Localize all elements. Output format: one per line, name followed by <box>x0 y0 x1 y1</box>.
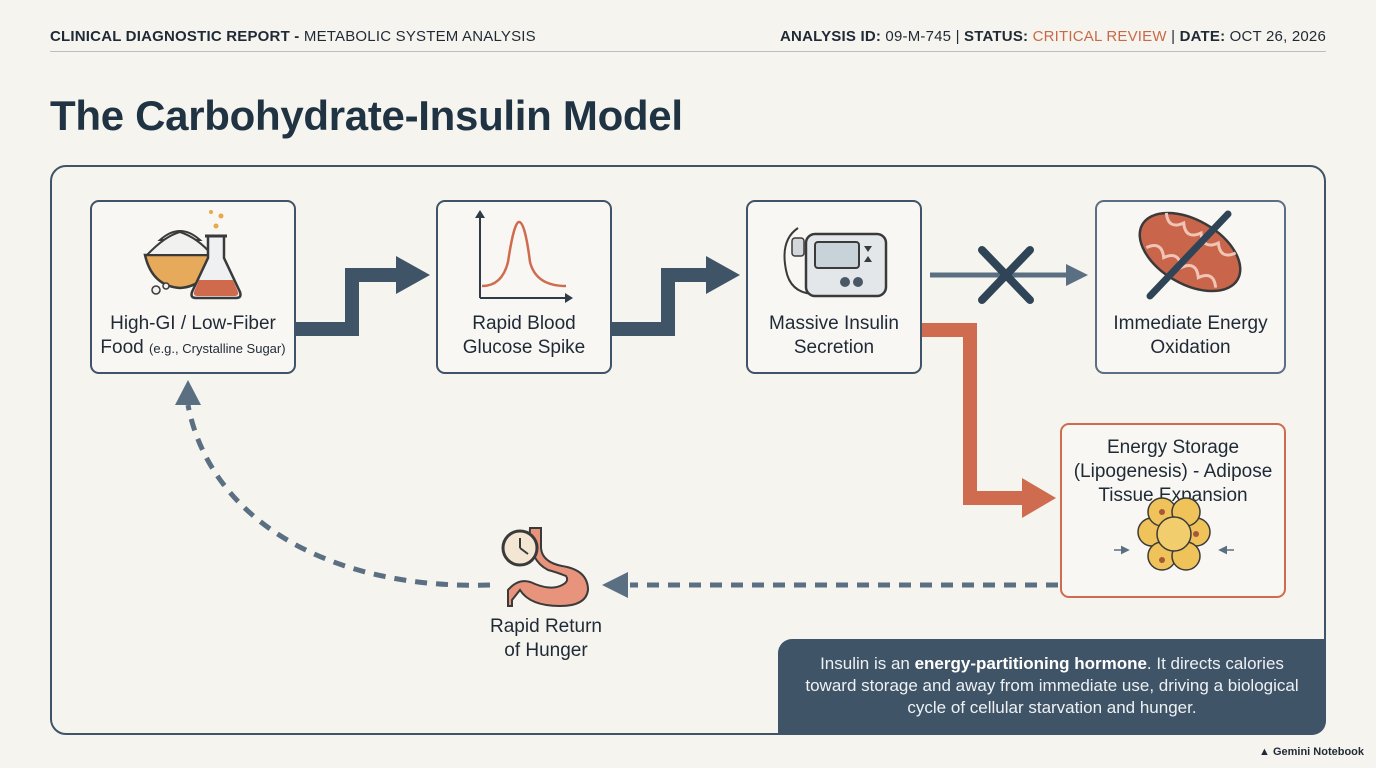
report-header: CLINICAL DIAGNOSTIC REPORT - METABOLIC S… <box>50 26 1326 52</box>
node-oxidation-label: Immediate Energy Oxidation <box>1097 312 1284 360</box>
report-meta: ANALYSIS ID: 09-M-745 | STATUS: CRITICAL… <box>780 28 1326 45</box>
node-hunger-line2: of Hunger <box>504 640 588 661</box>
node-food-note: (e.g., Crystalline Sugar) <box>149 341 286 356</box>
gemini-logo-icon: ▲ <box>1258 746 1270 758</box>
note-text-post: . It directs calories toward storage and… <box>805 654 1299 717</box>
node-storage-line3: Tissue Expansion <box>1098 485 1248 506</box>
node-storage-line1: Energy Storage <box>1106 437 1240 458</box>
page-title: The Carbohydrate-Insulin Model <box>50 92 683 139</box>
report-type: CLINICAL DIAGNOSTIC REPORT <box>50 28 290 45</box>
analysis-id-value: 09-M-745 | <box>881 28 965 45</box>
node-storage-line2: (Lipogenesis) - Adipose <box>1073 461 1273 482</box>
brand-name: Gemini Notebook <box>1272 746 1364 758</box>
node-glucose-label: Rapid Blood Glucose Spike <box>438 312 610 360</box>
explanation-note: Insulin is an energy-partitioning hormon… <box>778 639 1326 735</box>
node-oxidation-line2: Oxidation <box>1150 337 1231 358</box>
date-separator: | <box>1166 28 1180 45</box>
status-value: CRITICAL REVIEW <box>1028 28 1167 45</box>
node-insulin-label: Massive Insulin Secretion <box>748 312 920 360</box>
node-oxidation-line1: Immediate Energy <box>1113 313 1268 334</box>
node-glucose-line2: Glucose Spike <box>462 337 586 358</box>
node-oxidation: Immediate Energy Oxidation <box>1095 200 1286 374</box>
date-value: OCT 26, 2026 <box>1225 28 1326 45</box>
report-separator: - <box>289 28 304 45</box>
note-text-bold: energy-partitioning hormone <box>914 654 1147 673</box>
node-storage-label: Energy Storage (Lipogenesis) - Adipose T… <box>1062 436 1284 508</box>
report-subtitle: METABOLIC SYSTEM ANALYSIS <box>303 28 536 45</box>
node-food-line1: High-GI / Low-Fiber <box>110 313 276 334</box>
note-text-pre: Insulin is an <box>820 654 915 673</box>
node-food-line2-wrap: Food (e.g., Crystalline Sugar) <box>92 336 294 361</box>
status-label: STATUS: <box>964 28 1029 45</box>
node-hunger-label: Rapid Return of Hunger <box>470 615 622 663</box>
node-food: High-GI / Low-Fiber Food (e.g., Crystall… <box>90 200 296 374</box>
node-insulin-line2: Secretion <box>793 337 875 358</box>
node-insulin: Massive Insulin Secretion <box>746 200 922 374</box>
node-insulin-line1: Massive Insulin <box>769 313 899 334</box>
date-label: DATE: <box>1179 28 1226 45</box>
analysis-id-label: ANALYSIS ID: <box>780 28 882 45</box>
node-hunger-line1: Rapid Return <box>490 616 602 637</box>
report-title-line: CLINICAL DIAGNOSTIC REPORT - METABOLIC S… <box>50 28 536 45</box>
node-food-label: High-GI / Low-Fiber Food (e.g., Crystall… <box>92 312 294 361</box>
node-glucose-line1: Rapid Blood <box>472 313 576 334</box>
node-glucose: Rapid Blood Glucose Spike <box>436 200 612 374</box>
node-storage: Energy Storage (Lipogenesis) - Adipose T… <box>1060 423 1286 598</box>
node-food-line2: Food <box>100 337 144 358</box>
brand-mark: ▲ Gemini Notebook <box>1259 746 1364 758</box>
diagram-panel <box>50 165 1326 735</box>
